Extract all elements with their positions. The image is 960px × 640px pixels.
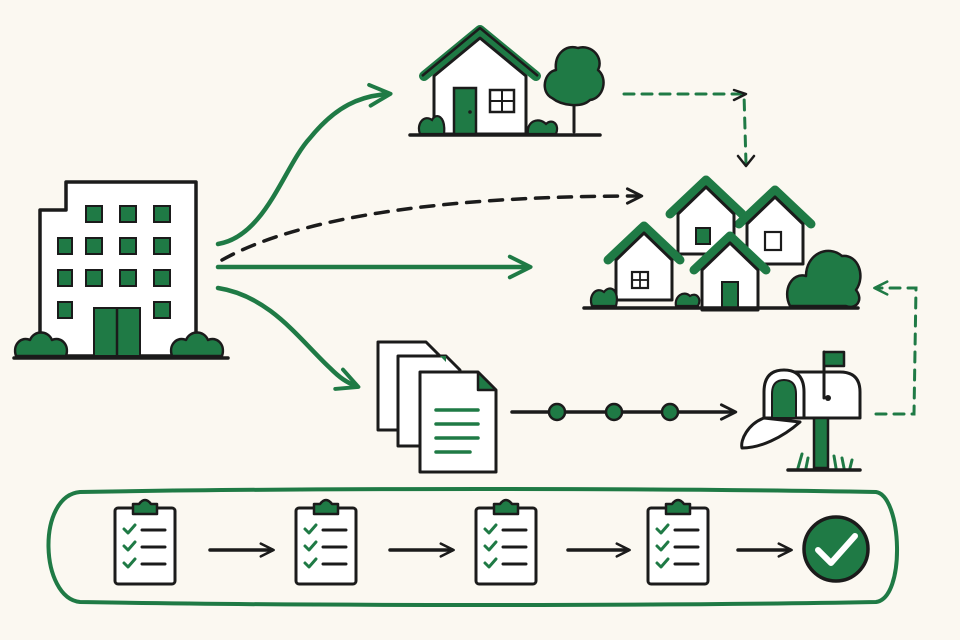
edge-documents-to-mailbox [510,402,738,422]
office-building-icon [12,180,230,360]
process-step-1-clipboard-icon [113,498,177,586]
check-circle-icon [802,515,870,583]
process-step-4-clipboard-icon [646,498,710,586]
edge-building-to-house [215,82,393,247]
edge-house-to-neighborhood [622,88,756,168]
process-band [46,487,899,607]
process-step-2-clipboard-icon [294,498,358,586]
house-cluster-icon [582,180,862,310]
edge-building-to-documents [215,285,361,391]
mailbox-icon [740,350,862,472]
process-step-3-clipboard-icon [474,498,538,586]
document-stack-icon [376,340,498,474]
edge-mailbox-to-neighborhood [873,280,918,416]
house-with-tree-icon [408,25,605,137]
edge-building-to-neighborhood-dashed [220,187,644,262]
